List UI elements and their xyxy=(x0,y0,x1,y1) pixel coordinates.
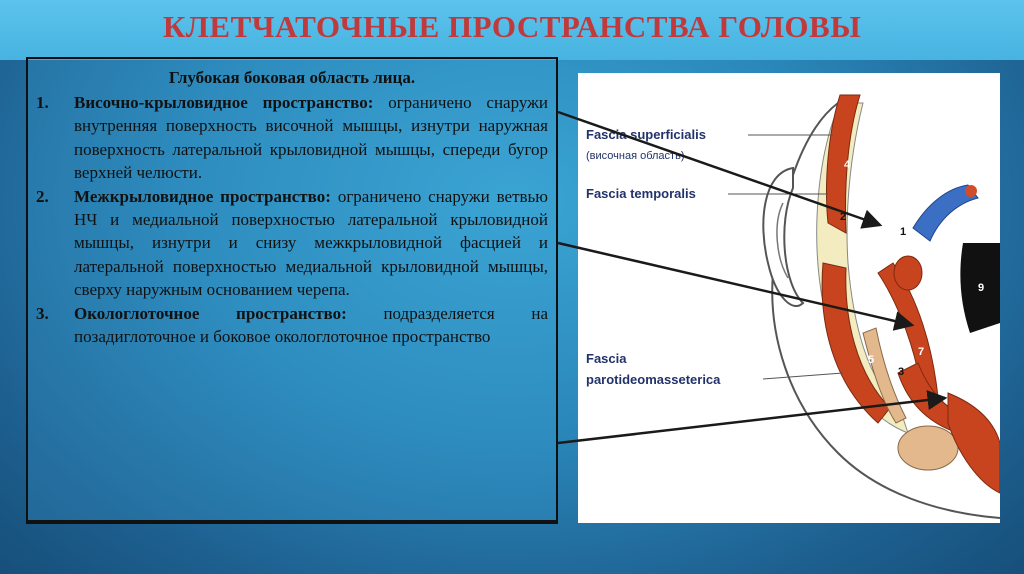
label-fascia: Fascia xyxy=(586,351,627,366)
list-item: 3. Окологлоточное пространство: подразде… xyxy=(36,302,548,349)
item-text: подразделяется на позадиглоточное и боко… xyxy=(74,303,548,347)
number-label: 3 xyxy=(898,366,904,378)
anatomy-illustration: Fascia superficialis (височная область) … xyxy=(586,94,1000,519)
item-number: 2. xyxy=(36,186,49,206)
number-label: 2 xyxy=(840,211,846,223)
leader-line xyxy=(762,372,844,380)
label-fascia-temporalis: Fascia temporalis xyxy=(586,186,696,201)
list-item: 2. Межкрыловидное пространство: ограниче… xyxy=(36,185,548,302)
skull-base xyxy=(912,184,979,242)
number-label: 8 xyxy=(983,402,989,414)
item-term: Окологлоточное пространство: xyxy=(74,303,347,323)
parotid-gland-section xyxy=(893,255,923,291)
label-temporal-region: (височная область) xyxy=(586,150,684,162)
item-term: Височно-крыловидное пространство: xyxy=(74,93,374,112)
item-text: ограничено снаружи внутренняя поверхност… xyxy=(74,93,548,183)
item-body: Окологлоточное пространство: подразделяе… xyxy=(74,302,548,349)
item-body: Височно-крыловидное пространство: ограни… xyxy=(74,91,548,185)
text-panel: Глубокая боковая область лица. 1. Височн… xyxy=(26,57,558,524)
label-fascia-superficialis: Fascia superficialis xyxy=(586,127,706,142)
item-term: Межкрыловидное пространство: xyxy=(74,186,331,206)
item-body: Межкрыловидное пространство: ограничено … xyxy=(74,185,548,302)
item-number: 3. xyxy=(36,303,49,323)
number-label: 5 xyxy=(868,354,874,366)
item-text: ограничено снаружи ветвью НЧ и медиально… xyxy=(74,186,549,300)
label-parotideomasseterica: parotideomasseterica xyxy=(586,372,721,387)
hyoid-region xyxy=(897,425,959,471)
anatomy-figure: Fascia superficialis (височная область) … xyxy=(578,73,1000,523)
item-number: 1. xyxy=(36,93,49,112)
ear-shape xyxy=(762,166,805,308)
number-label: 7 xyxy=(918,346,924,358)
number-label: 4 xyxy=(844,159,851,171)
number-label: 1 xyxy=(900,226,906,238)
slide-title: КЛЕТЧАТОЧНЫЕ ПРОСТРАНСТВА ГОЛОВЫ xyxy=(162,9,862,44)
tongue-muscle xyxy=(947,392,1000,494)
header-band xyxy=(0,0,1024,60)
airway xyxy=(960,243,1000,333)
number-label: 9 xyxy=(978,282,984,294)
vessel-dot xyxy=(965,185,977,197)
list-item: 1. Височно-крыловидное пространство: огр… xyxy=(36,91,548,185)
subheading: Глубокая боковая область лица. xyxy=(168,68,416,87)
number-label: 6 xyxy=(930,314,936,326)
